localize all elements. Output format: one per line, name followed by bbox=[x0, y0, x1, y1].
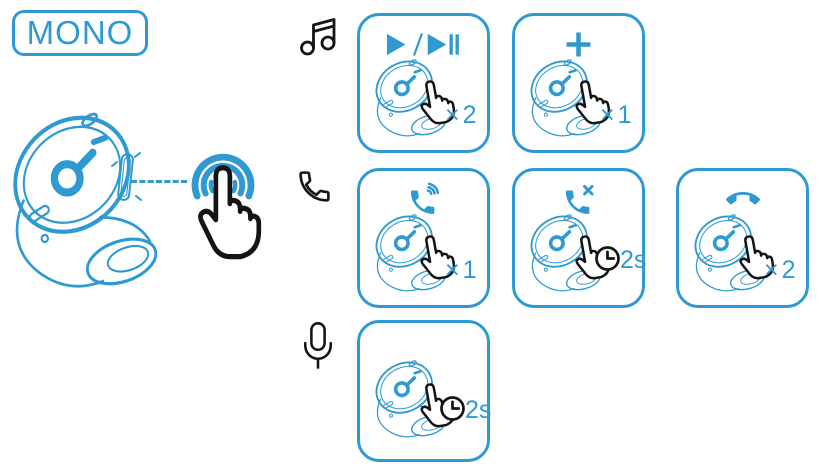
plus-icon bbox=[515, 25, 642, 63]
end-call-icon bbox=[679, 180, 806, 218]
tap-count-label: ×2 bbox=[445, 101, 480, 129]
control-cell-end-call: ×2 bbox=[676, 168, 809, 308]
clock-icon bbox=[594, 245, 621, 272]
mode-badge-label: MONO bbox=[26, 14, 134, 51]
music-notes-icon bbox=[300, 18, 336, 56]
control-cell-voice-assistant: 2s bbox=[357, 320, 492, 462]
answer-call-icon bbox=[360, 180, 487, 218]
control-cell-answer-call: ×1 bbox=[357, 168, 490, 308]
clock-icon bbox=[439, 395, 466, 422]
play-pause-icon bbox=[360, 25, 487, 63]
earbud-illustration bbox=[8, 97, 168, 295]
tap-count-label: ×1 bbox=[445, 256, 480, 284]
phone-handset-icon bbox=[299, 171, 330, 202]
hold-duration-label: 2s bbox=[620, 246, 647, 274]
tap-count-label: ×2 bbox=[764, 256, 799, 284]
control-cell-reject-call: 2s bbox=[512, 168, 647, 308]
control-cell-play-pause: ×2 bbox=[357, 13, 490, 153]
tap-hand-icon bbox=[186, 162, 270, 266]
earbud-touch-button-icon bbox=[111, 152, 142, 201]
mode-badge: MONO bbox=[12, 10, 148, 56]
microphone-icon bbox=[303, 322, 333, 369]
reject-call-icon bbox=[515, 180, 642, 218]
tap-count-label: ×1 bbox=[600, 101, 635, 129]
hold-duration-label: 2s bbox=[465, 396, 492, 424]
dashed-connector bbox=[131, 180, 187, 183]
control-cell-volume-up: ×1 bbox=[512, 13, 645, 153]
